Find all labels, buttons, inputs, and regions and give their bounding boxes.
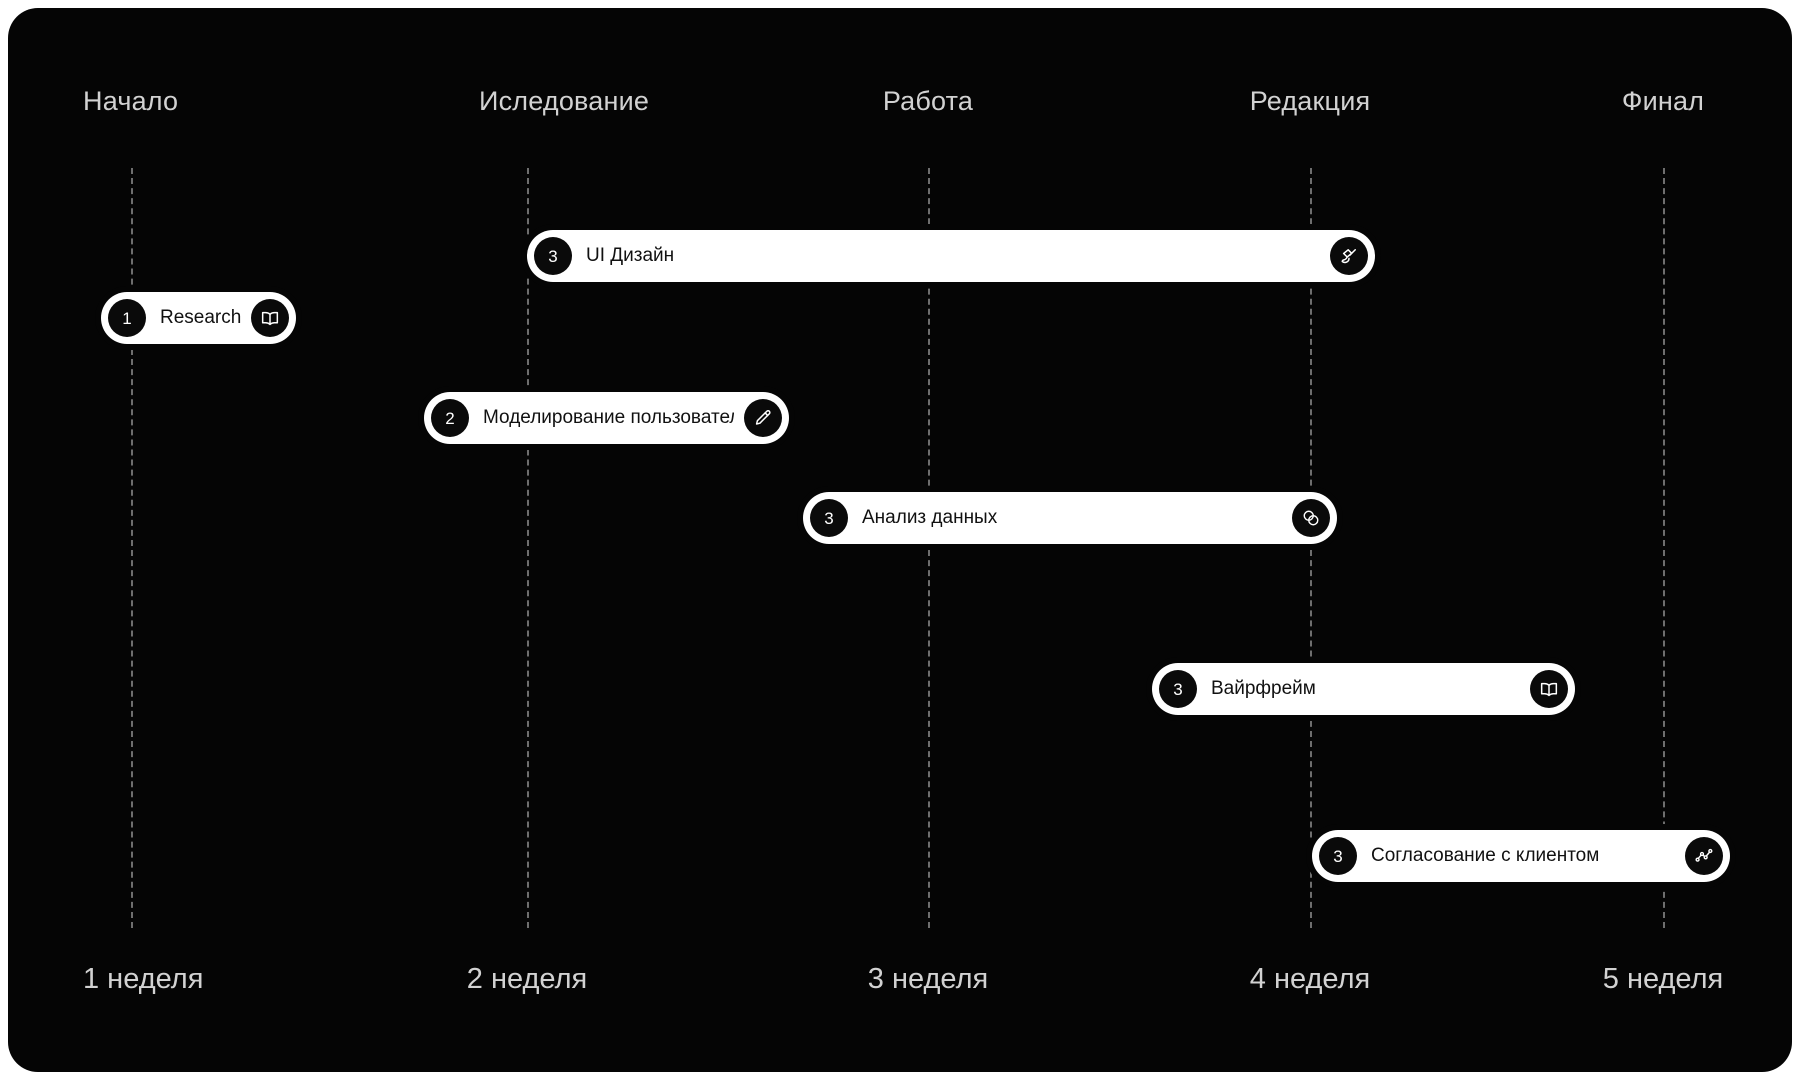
book-icon[interactable] [1530,670,1568,708]
task-bar[interactable]: 3 Вайрфрейм [1152,663,1575,715]
pencil-icon[interactable] [744,399,782,437]
task-label: Моделирование пользователей [483,407,734,428]
task-badge: 2 [431,399,469,437]
task-label: Вайрфрейм [1211,678,1316,699]
gridline-3 [928,168,930,928]
task-badge: 3 [1319,837,1357,875]
task-label: Согласование с клиентом [1371,845,1600,866]
week-label-4: 4 неделя [1249,963,1371,995]
task-badge: 3 [1159,670,1197,708]
task-badge: 3 [810,499,848,537]
gridline-5 [1663,168,1665,928]
milestone-label-3: Работа [882,86,974,116]
week-label-5: 5 неделя [1602,963,1724,995]
venn-circles-icon[interactable] [1292,499,1330,537]
week-label-2: 2 неделя [466,963,588,995]
milestone-label-4: Редакция [1249,86,1371,116]
task-bar[interactable]: 2 Моделирование пользователей [424,392,789,444]
task-bar[interactable]: 3 Анализ данных [803,492,1337,544]
task-label: UI Дизайн [586,245,675,266]
line-chart-icon[interactable] [1685,837,1723,875]
task-label: Анализ данных [862,507,998,528]
milestone-label-1: Начало [83,86,179,116]
task-badge: 3 [534,237,572,275]
task-bar[interactable]: 3 Согласование с клиентом [1312,830,1730,882]
book-icon[interactable] [251,299,289,337]
paintbrush-icon[interactable] [1330,237,1368,275]
task-label: Research [160,307,241,328]
gantt-panel: Начало Иследование Работа Редакция Финал 1 н… [8,8,1792,1072]
gridline-1 [131,168,133,928]
week-label-3: 3 неделя [867,963,989,995]
week-label-1: 1 неделя [83,963,204,995]
gridline-4 [1310,168,1312,928]
milestone-label-2: Иследование [479,86,650,116]
gridline-2 [527,168,529,928]
task-bar[interactable]: 3 UI Дизайн [527,230,1375,282]
task-bar[interactable]: 1 Research [101,292,296,344]
milestone-label-5: Финал [1621,86,1705,116]
task-badge: 1 [108,299,146,337]
